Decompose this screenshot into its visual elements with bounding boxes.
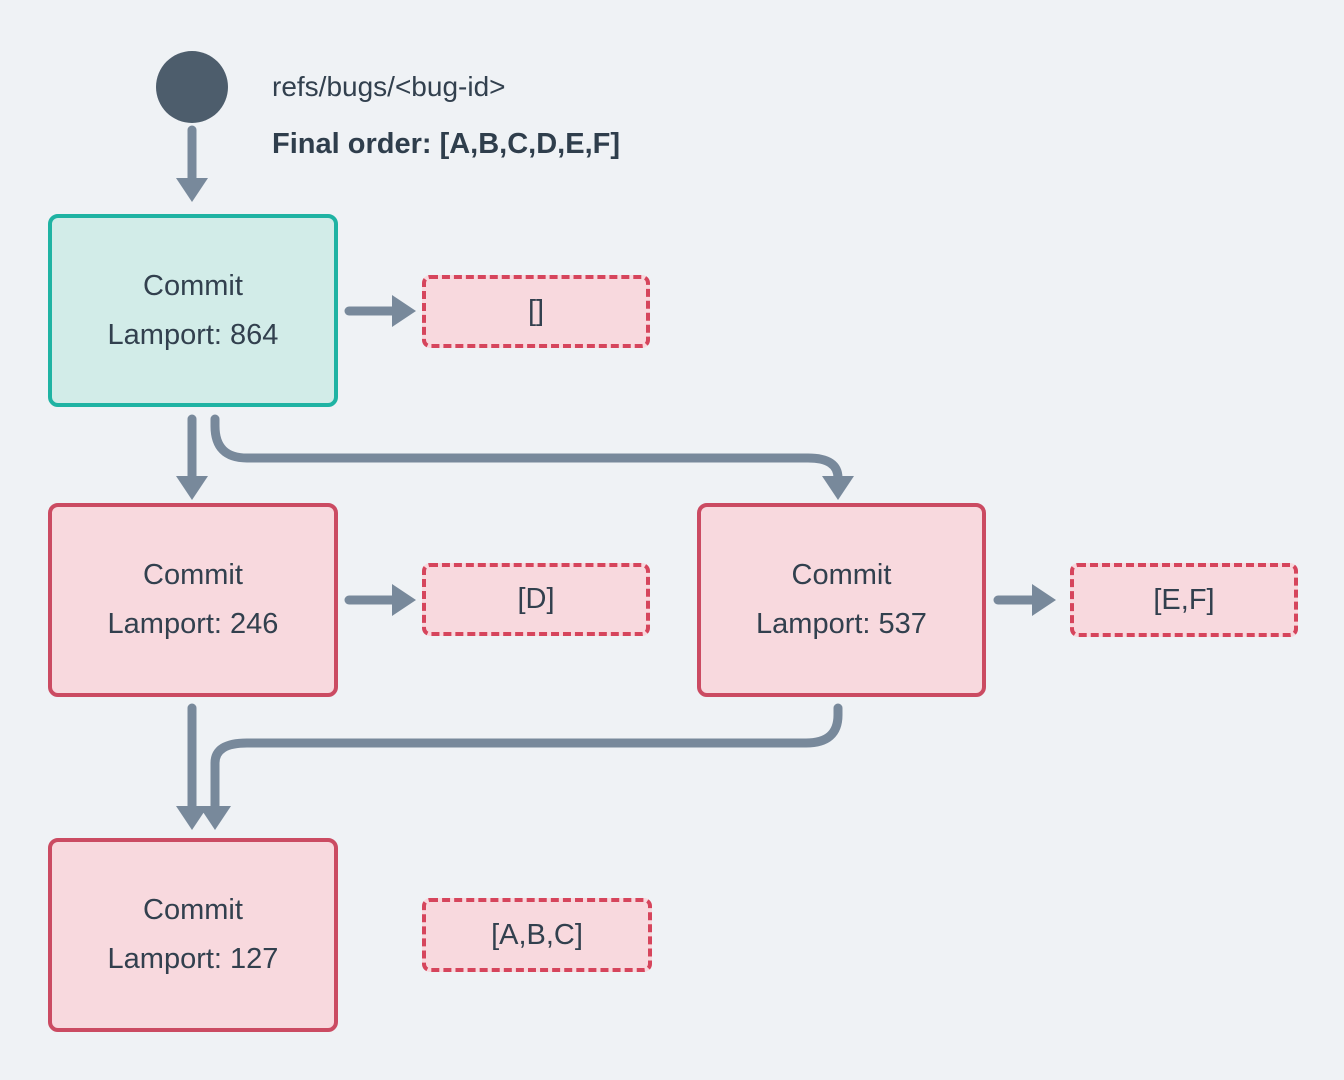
commit-node-864: Commit Lamport: 864	[48, 214, 338, 407]
arrowhead-down-icon	[176, 476, 208, 500]
commit-title: Commit	[143, 269, 243, 302]
ref-name-label: refs/bugs/<bug-id>	[272, 71, 506, 102]
commit-lamport: Lamport: 537	[756, 608, 927, 640]
arrowhead-right-icon	[1032, 584, 1056, 616]
arrowhead-down-icon	[822, 476, 854, 500]
commit-lamport: Lamport: 864	[107, 318, 279, 351]
operations-box-d: [D]	[422, 563, 650, 636]
commit-title: Commit	[143, 894, 243, 926]
final-order-label: Final order: [A,B,C,D,E,F]	[272, 128, 620, 160]
ref-head-node	[156, 51, 228, 123]
commit-node-537: Commit Lamport: 537	[697, 503, 986, 697]
edge-864-to-537	[210, 414, 843, 483]
arrowhead-down-icon	[176, 806, 208, 830]
commit-node-246: Commit Lamport: 246	[48, 503, 338, 697]
operations-box-empty: []	[422, 275, 650, 348]
arrowhead-right-icon	[392, 295, 416, 327]
operations-box-abc: [A,B,C]	[422, 898, 652, 972]
commit-title: Commit	[791, 559, 892, 591]
arrowhead-right-icon	[392, 584, 416, 616]
commit-lamport: Lamport: 246	[107, 608, 279, 640]
commit-title: Commit	[143, 559, 243, 591]
arrowhead-down-icon	[199, 806, 231, 830]
operations-box-ef: [E,F]	[1070, 563, 1298, 637]
commit-node-127: Commit Lamport: 127	[48, 838, 338, 1032]
edge-537-to-127	[210, 703, 843, 813]
arrowhead-down-icon	[176, 178, 208, 202]
commit-lamport: Lamport: 127	[107, 943, 279, 975]
